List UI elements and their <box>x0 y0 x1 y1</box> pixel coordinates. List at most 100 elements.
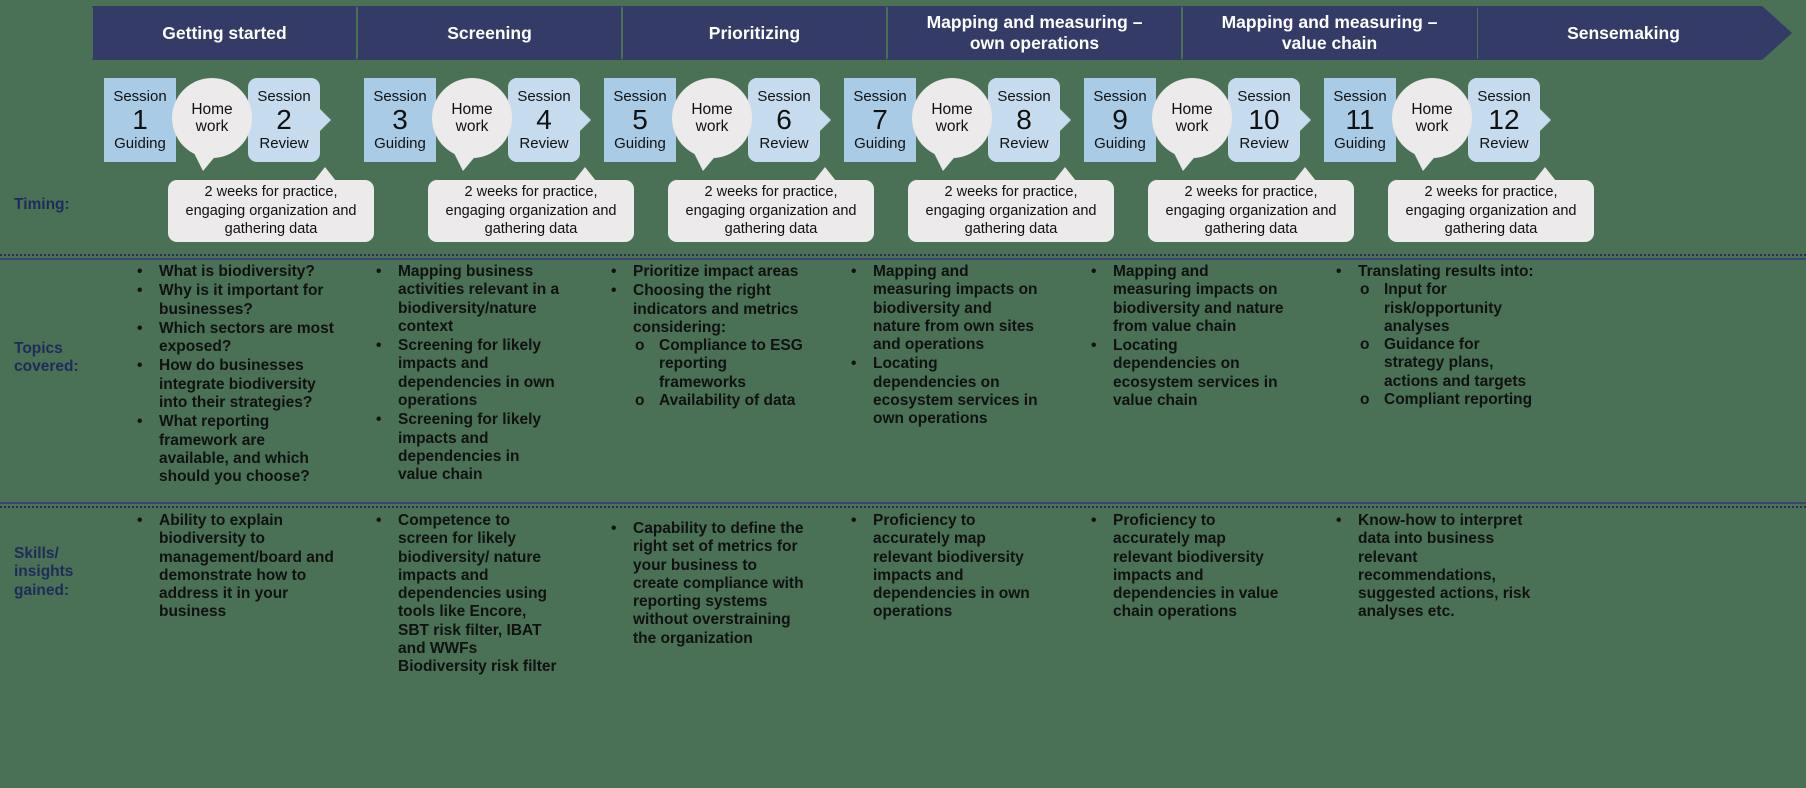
row-label-skills: Skills/ insights gained: <box>14 545 73 600</box>
sub-bullet-text: Guidance for strategy plans, actions and… <box>1384 336 1527 390</box>
phase-sensemaking[interactable]: Sensemaking <box>1477 6 1792 60</box>
session-role: Review <box>999 134 1049 152</box>
row-label-timing: Timing: <box>14 196 70 214</box>
bullet-text: Locating dependencies on ecosystem servi… <box>1113 337 1278 409</box>
bullet-text: Proficiency to accurately map relevant b… <box>1113 512 1279 621</box>
session-word: Session <box>1093 88 1147 105</box>
bullet-item: •Screening for likely impacts and depend… <box>370 337 560 410</box>
bullet-marker: • <box>376 263 382 280</box>
skills-label-text: Skills/ insights gained: <box>14 545 74 599</box>
divider-skills-top-dotted <box>0 506 1806 508</box>
skills-column-1: •Ability to explain biodiversity to mana… <box>131 512 336 623</box>
bullet-marker: • <box>851 355 857 373</box>
bullet-text: How do businesses integrate biodiversity… <box>159 357 316 411</box>
bullet-marker: • <box>611 263 617 280</box>
bullet-marker: • <box>851 512 857 529</box>
timing-callout: 2 weeks for practice, engaging organizat… <box>668 167 874 242</box>
session-word: Session <box>853 88 907 105</box>
bullet-marker: • <box>611 520 617 537</box>
bullet-list: •Prioritize impact areas•Choosing the ri… <box>605 263 805 410</box>
session-role: Review <box>1479 134 1529 152</box>
bullet-list: •Competence to screen for likely biodive… <box>370 512 560 677</box>
sub-bullet-marker: o <box>1360 281 1370 299</box>
bullet-item: •Ability to explain biodiversity to mana… <box>131 512 336 622</box>
skills-column-5: • Proficiency to accurately map relevant … <box>1085 512 1285 623</box>
bullet-marker: • <box>137 263 143 280</box>
session-number: 3 <box>392 104 408 136</box>
bullet-marker: • <box>851 263 857 280</box>
bullet-marker: • <box>376 512 382 529</box>
sub-bullet-text: Availability of data <box>659 391 796 409</box>
bullet-item: •Proficiency to accurately map relevant … <box>845 512 1040 622</box>
phase-label: Mapping and measuring – value chain <box>1221 12 1438 53</box>
bullet-item: •Screening for likely impacts and depend… <box>370 411 560 484</box>
topics-column-5: •Mapping and measuring impacts on biodiv… <box>1085 263 1285 411</box>
sub-bullet-item: o Availability of data <box>633 392 805 410</box>
sub-bullet-marker: o <box>635 337 645 355</box>
session-role: Review <box>759 134 809 152</box>
bullet-list: •Mapping and measuring impacts on biodiv… <box>845 263 1040 429</box>
session-word: Session <box>113 88 167 105</box>
homework-label: work <box>455 118 489 135</box>
bullet-list: •Proficiency to accurately map relevant … <box>845 512 1040 622</box>
bullet-marker: • <box>137 512 143 529</box>
timing-callout: 2 weeks for practice, engaging organizat… <box>1148 167 1354 242</box>
session-role: Review <box>259 134 309 152</box>
topics-column-3: •Prioritize impact areas•Choosing the ri… <box>605 263 805 411</box>
bullet-marker: • <box>137 357 143 375</box>
bullet-text: Mapping and measuring impacts on biodive… <box>1113 263 1284 335</box>
phase-label: Screening <box>447 22 532 43</box>
timing-callout-text: 2 weeks for practice, engaging organizat… <box>1165 184 1337 238</box>
bullet-item: •Locating dependencies on ecosystem serv… <box>845 355 1040 428</box>
bullet-item: • Capability to define the right set of m… <box>605 520 805 648</box>
phase-mapping-own-operations[interactable]: Mapping and measuring – own operations <box>887 6 1182 60</box>
bullet-item: • How do businesses integrate biodiversit… <box>131 357 336 412</box>
session-number: 1 <box>132 104 148 136</box>
timing-callout-text: 2 weeks for practice, engaging organizat… <box>445 184 617 238</box>
row-label-topics: Topics covered: <box>14 340 79 377</box>
bullet-item: •Locating dependencies on ecosystem serv… <box>1085 337 1285 410</box>
phase-screening[interactable]: Screening <box>357 6 622 60</box>
bullet-marker: • <box>1091 512 1097 529</box>
phase-mapping-value-chain[interactable]: Mapping and measuring – value chain <box>1182 6 1477 60</box>
bullet-item: •What is biodiversity? <box>131 263 336 281</box>
skills-column-2: •Competence to screen for likely biodive… <box>370 512 560 678</box>
divider-topics-top <box>0 258 1806 260</box>
session-word: Session <box>1477 88 1531 105</box>
session-number: 8 <box>1016 104 1032 136</box>
bullet-text: Capability to define the right set of me… <box>633 520 804 647</box>
sub-bullet-item: o Input for risk/opportunity analyses <box>1358 281 1540 336</box>
session-number: 5 <box>632 104 648 136</box>
sub-bullet-text: Compliance to ESG reporting frameworks <box>659 337 803 391</box>
sub-bullet-marker: o <box>635 391 645 409</box>
timing-callout: 2 weeks for practice, engaging organizat… <box>1388 167 1594 242</box>
phase-getting-started[interactable]: Getting started <box>92 6 357 60</box>
bullet-list: •Mapping and measuring impacts on biodiv… <box>1085 263 1285 410</box>
phase-prioritizing[interactable]: Prioritizing <box>622 6 887 60</box>
sub-bullet-text: Input for risk/opportunity analyses <box>1384 281 1502 335</box>
phase-label: Mapping and measuring – own operations <box>926 12 1143 53</box>
session-number: 9 <box>1112 104 1128 136</box>
bullet-text: What reporting framework are available, … <box>159 413 310 486</box>
